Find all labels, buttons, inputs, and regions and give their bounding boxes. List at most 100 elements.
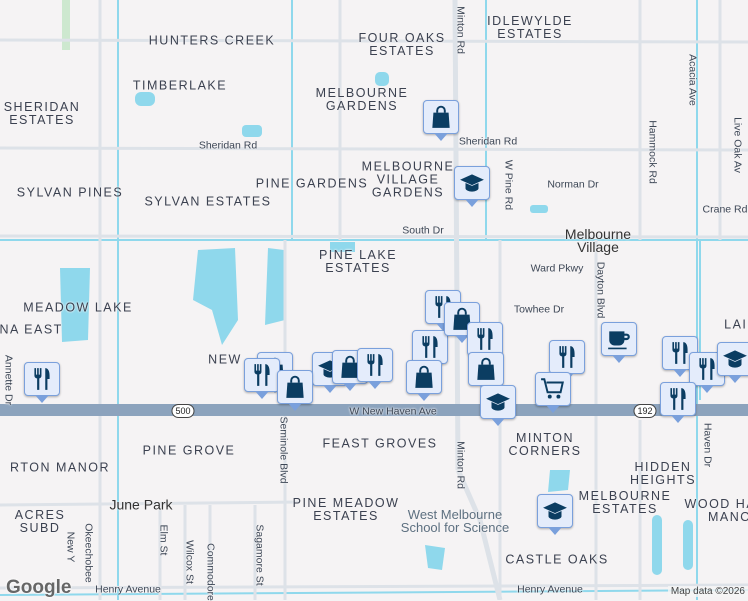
place-label: Melbourne Village (564, 226, 632, 255)
road-label-vertical: Acacia Ave (686, 54, 699, 106)
area-label: MELBOURNE VILLAGE GARDENS (361, 159, 455, 200)
map-attribution[interactable]: Map data ©2026 (667, 586, 748, 597)
road-label-vertical: Hammock Rd (646, 120, 659, 184)
school-icon (486, 393, 510, 411)
area-label: FOUR OAKS ESTATES (358, 31, 446, 58)
road-label-vertical: Seminole Blvd (277, 416, 290, 484)
map-marker-shopping-bag[interactable] (277, 370, 313, 411)
area-label: FEAST GROVES (322, 436, 438, 451)
map-marker-school[interactable] (480, 385, 516, 426)
area-label: TIMBERLAKE (132, 78, 228, 93)
road-label: Sheridan Rd (458, 135, 518, 148)
road-label-vertical: Commodore (204, 543, 217, 601)
map-marker-shopping-bag[interactable] (406, 360, 442, 401)
area-label: LAIL (724, 317, 748, 332)
area-label: NEW (208, 352, 242, 367)
area-label: WOOD HAVEN MANOR (684, 497, 748, 524)
road-label: Ward Pkwy (530, 262, 584, 275)
school-icon (543, 502, 567, 520)
area-label: HUNTERS CREEK (148, 33, 276, 48)
road-label: Towhee Dr (513, 303, 565, 316)
map-marker-coffee[interactable] (601, 322, 637, 363)
road-label: W New Haven Ave (349, 405, 437, 418)
road-label-vertical: Wilcox St (183, 540, 196, 584)
road-label: Henry Avenue (517, 583, 583, 596)
shopping-bag-icon (477, 357, 495, 380)
restaurant-icon (672, 342, 688, 364)
area-label: PINE GARDENS (255, 176, 369, 191)
map-marker-shopping-bag[interactable] (332, 350, 368, 391)
area-label: MINTON CORNERS (508, 431, 582, 458)
map-marker-restaurant[interactable] (412, 330, 448, 371)
shopping-bag-icon (453, 307, 471, 330)
area-label: MELBOURNE GARDENS (315, 86, 409, 113)
area-label: HIDDEN HEIGHTS (629, 460, 697, 487)
road-label-vertical: Live Oak Av (731, 117, 744, 173)
road-label-vertical: Dayton Blvd (594, 261, 607, 319)
route-shield: 192 (633, 404, 657, 418)
restaurant-icon (699, 358, 715, 380)
restaurant-icon (422, 336, 438, 358)
area-label: PINE LAKE ESTATES (318, 248, 398, 275)
map-marker-school[interactable] (717, 342, 748, 383)
area-label: SYLVAN PINES (16, 185, 124, 200)
map-marker-shopping-bag[interactable] (468, 352, 504, 393)
road-label: Henry Avenue (95, 583, 161, 596)
road-label-vertical: Annette Dr (2, 354, 15, 406)
map-marker-restaurant[interactable] (24, 362, 60, 403)
road-label-vertical: W Pine Rd (502, 159, 515, 211)
map-marker-restaurant[interactable] (549, 340, 585, 381)
route-shield: 500 (171, 404, 195, 418)
shopping-bag-icon (432, 105, 450, 128)
area-label: PINE MEADOW ESTATES (292, 496, 400, 523)
road-label: Crane Rd (702, 203, 748, 216)
road-label: Norman Dr (547, 178, 599, 191)
area-label: SYLVAN ESTATES (144, 194, 272, 209)
restaurant-icon (34, 368, 50, 390)
water-bodies (60, 0, 693, 575)
map-marker-shopping-bag[interactable] (444, 302, 480, 343)
google-logo: Google (6, 577, 72, 598)
area-label: LANA EAST (0, 322, 63, 337)
shopping-bag-icon (341, 355, 359, 378)
road-label-vertical: Sagamore St (253, 524, 266, 586)
area-label: CASTLE OAKS (505, 552, 609, 567)
road-label-vertical: Haven Dr (701, 422, 714, 468)
coffee-icon (608, 331, 630, 350)
road-label: Sheridan Rd (198, 139, 258, 152)
area-label: IDLEWYLDE ESTATES (487, 14, 573, 41)
map-marker-restaurant[interactable] (357, 348, 393, 389)
area-label: PINE GROVE (142, 443, 236, 458)
road-label: South Dr (402, 224, 444, 237)
restaurant-icon (670, 388, 686, 410)
area-label: MEADOW LAKE (23, 300, 133, 315)
restaurant-icon (559, 346, 575, 368)
map-marker-restaurant[interactable] (244, 358, 280, 399)
school-icon (723, 350, 747, 368)
map-marker-restaurant[interactable] (660, 382, 696, 423)
school-icon (460, 174, 484, 192)
restaurant-icon (367, 354, 383, 376)
road-label-vertical: Okeechobee (82, 523, 95, 583)
restaurant-icon (254, 364, 270, 386)
area-label: RTON MANOR (10, 460, 110, 475)
map-marker-shopping-cart[interactable] (535, 372, 571, 413)
area-label: SHERIDAN ESTATES (3, 100, 81, 127)
shopping-bag-icon (286, 375, 304, 398)
road-label-vertical: New Y (64, 531, 77, 563)
road-label-vertical: Minton Rd (454, 6, 467, 54)
restaurant-icon (477, 328, 493, 350)
area-label: MELBOURNE ESTATES (578, 489, 672, 516)
poi-label: West Melbourne School for Science (400, 507, 510, 535)
map-marker-school[interactable] (454, 166, 490, 207)
road-label-vertical: Minton Rd (454, 441, 467, 489)
area-label: ACRES SUBD (14, 508, 66, 535)
road-label-vertical: Elm St (157, 524, 170, 556)
map-marker-shopping-bag[interactable] (423, 100, 459, 141)
shopping-bag-icon (415, 365, 433, 388)
map-marker-restaurant[interactable] (467, 322, 503, 363)
place-label: June Park (109, 496, 173, 513)
shopping-cart-icon (541, 378, 564, 399)
map-marker-school[interactable] (537, 494, 573, 535)
